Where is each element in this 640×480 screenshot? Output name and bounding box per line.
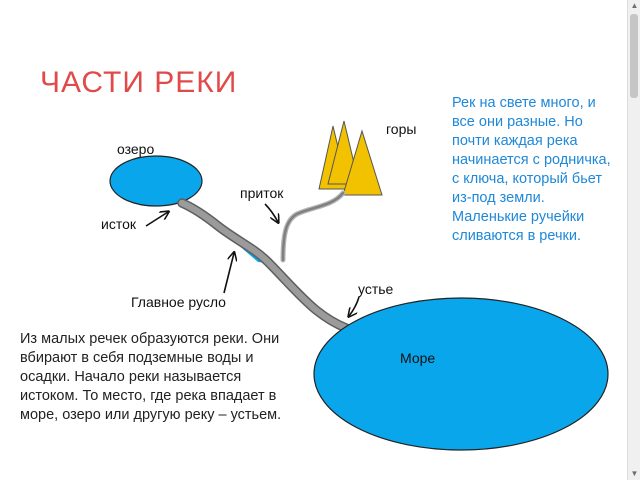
vertical-scrollbar[interactable]: ▲ ▼ xyxy=(627,0,640,480)
mouth-arrow xyxy=(349,296,360,316)
scroll-up-icon[interactable]: ▲ xyxy=(630,1,639,10)
explanation-text: Из малых речек образуются реки. Они вбир… xyxy=(20,331,282,423)
tributary-arrow xyxy=(264,203,278,222)
tributary-stream xyxy=(280,190,346,263)
mountain-right xyxy=(342,129,383,196)
sea-shape xyxy=(313,297,609,451)
intro-text: Рек на свете много, и все они разные. Но… xyxy=(452,95,611,244)
scrollbar-thumb[interactable] xyxy=(630,14,638,98)
label-source: исток xyxy=(101,216,136,232)
scroll-down-icon[interactable]: ▼ xyxy=(630,469,639,478)
label-main-channel: Главное русло xyxy=(131,294,226,310)
label-sea: Море xyxy=(400,350,436,366)
label-mountains: горы xyxy=(386,121,417,137)
label-mouth: устье xyxy=(358,281,394,297)
label-tributary: приток xyxy=(240,185,284,201)
main-channel-arrow xyxy=(223,253,234,294)
source-arrow xyxy=(145,212,168,227)
slide-title: ЧАСТИ РЕКИ xyxy=(40,66,238,99)
lake-shape xyxy=(109,155,203,207)
label-lake: озеро xyxy=(117,141,155,157)
